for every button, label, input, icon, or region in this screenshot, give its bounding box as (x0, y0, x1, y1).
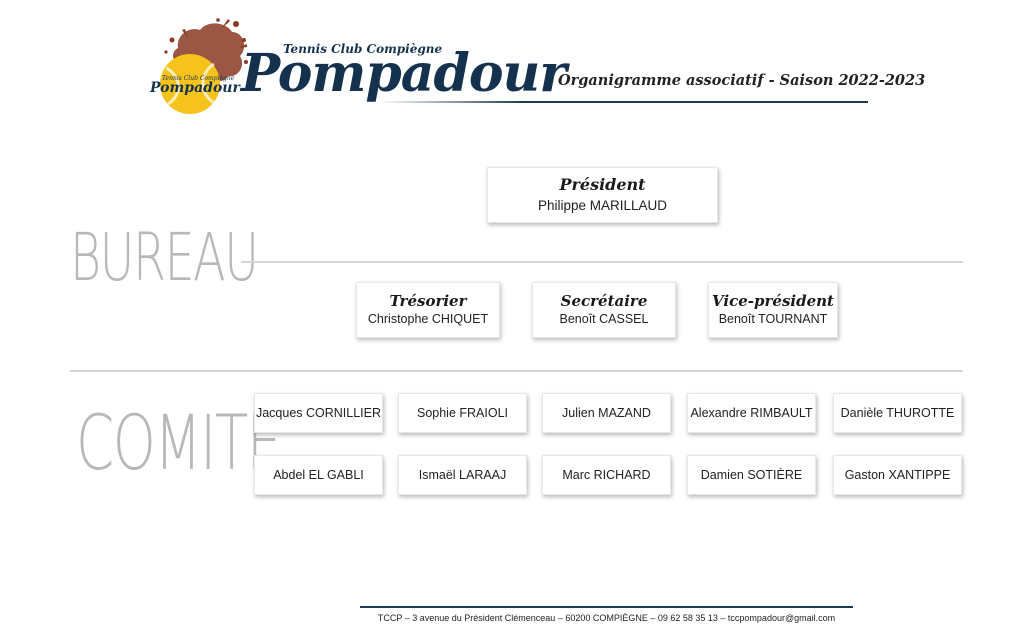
treasurer-name: Christophe CHIQUET (367, 312, 489, 327)
comite-member-name: Damien SOTIÈRE (700, 467, 803, 482)
section-label-bureau: BUREAU (70, 219, 259, 296)
clay-splash-tennis-ball-icon (160, 18, 248, 114)
comite-member-card: Julien MAZAND (542, 393, 671, 433)
comite-member-card: Ismaël LARAAJ (398, 455, 527, 495)
comite-member-name: Danièle THUROTTE (840, 405, 955, 420)
comite-member-name: Jacques CORNILLIER (255, 405, 382, 420)
comite-member-name: Sophie FRAIOLI (416, 405, 508, 420)
header-divider (378, 101, 868, 103)
comite-member-card: Jacques CORNILLIER (254, 393, 383, 433)
logo-ball-small-text: Tennis Club Compiègne (162, 75, 235, 82)
secretary-name: Benoît CASSEL (559, 312, 649, 327)
president-role: Président (559, 174, 646, 194)
comite-member-name: Abdel EL GABLI (273, 467, 364, 482)
comite-member-card: Sophie FRAIOLI (398, 393, 527, 433)
secretary-role: Secrétaire (560, 291, 648, 310)
comite-divider (70, 370, 963, 372)
comite-member-card: Damien SOTIÈRE (687, 455, 816, 495)
comite-member-name: Marc RICHARD (562, 467, 651, 482)
comite-member-name: Ismaël LARAAJ (418, 467, 507, 482)
president-name: Philippe MARILLAUD (537, 198, 668, 214)
logo-ball-brand-text: Pompadour (150, 80, 240, 96)
logo-brand-name: Pompadour (241, 43, 567, 104)
club-logo: Tennis Club Compiègne Pompadour Tennis C… (148, 18, 567, 118)
logo-club-name: Tennis Club Compiègne (283, 42, 443, 56)
footer-divider (360, 606, 853, 608)
vice-president-role: Vice-président (712, 291, 834, 310)
footer-contact: TCCP – 3 avenue du Président Clémenceau … (377, 613, 836, 623)
comite-member-name: Alexandre RIMBAULT (690, 405, 813, 420)
page-title: Organigramme associatif - Saison 2022-20… (558, 72, 926, 89)
section-label-comite: COMITÉ (76, 398, 281, 487)
treasurer-role: Trésorier (389, 291, 467, 310)
president-card: Président Philippe MARILLAUD (487, 167, 718, 223)
comite-member-name: Julien MAZAND (562, 405, 651, 420)
comite-member-card: Gaston XANTIPPE (833, 455, 962, 495)
vice-president-card: Vice-président Benoît TOURNANT (708, 282, 838, 338)
comite-member-name: Gaston XANTIPPE (844, 467, 951, 482)
vice-president-name: Benoît TOURNANT (718, 312, 828, 327)
secretary-card: Secrétaire Benoît CASSEL (532, 282, 676, 338)
comite-member-card: Alexandre RIMBAULT (687, 393, 816, 433)
comite-member-card: Abdel EL GABLI (254, 455, 383, 495)
treasurer-card: Trésorier Christophe CHIQUET (356, 282, 500, 338)
comite-member-card: Marc RICHARD (542, 455, 671, 495)
comite-member-card: Danièle THUROTTE (833, 393, 962, 433)
bureau-divider (241, 261, 963, 263)
